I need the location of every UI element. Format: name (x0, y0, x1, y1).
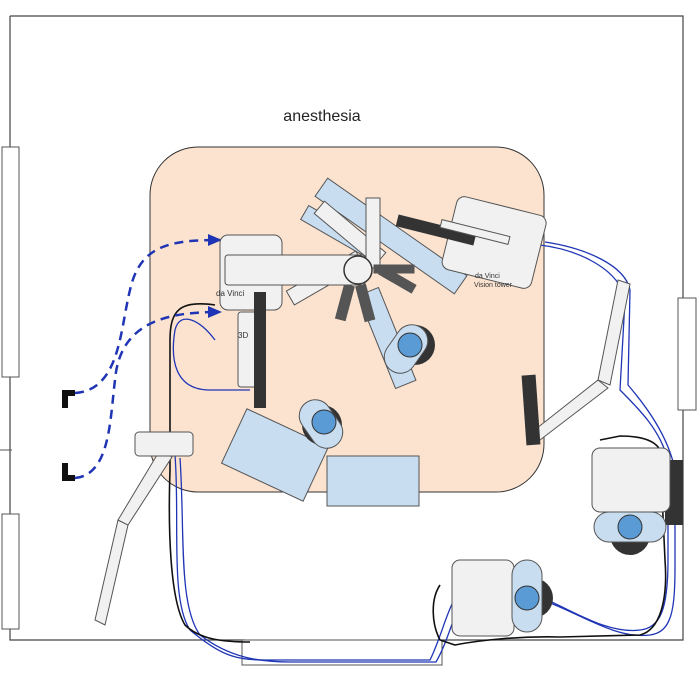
right-wall-door (677, 297, 697, 411)
display-monitor: 3D (237, 292, 266, 408)
tower-label-line2: Vision tower (474, 282, 513, 289)
vision-tower: da Vinci Vision tower (395, 196, 547, 289)
left-wall-window-bottom (1, 513, 20, 630)
right-boom-arm (531, 279, 631, 441)
person-surgeon-assist (383, 324, 435, 374)
black-cables (168, 303, 667, 646)
person-scrub-nurse (298, 399, 344, 449)
instrument-table-2 (326, 455, 420, 507)
surgeon-console-bottom (451, 559, 553, 637)
cart-label: da Vinci (216, 289, 245, 298)
surgeon-console-right (591, 447, 683, 555)
tower-label-line1: da Vinci (475, 273, 500, 280)
left-boom-arm (94, 431, 194, 626)
arrow-head-bottom (208, 306, 222, 318)
dashed-links (74, 238, 221, 480)
instrument-table-1 (220, 408, 330, 502)
wall-marker-top (62, 390, 75, 408)
equipment-bar-right (521, 374, 541, 446)
arrow-head-top (208, 234, 222, 246)
anesthesia-label: anesthesia (283, 108, 361, 125)
bottom-wall-doorway (241, 639, 443, 666)
wall-marker-bottom (62, 463, 75, 481)
left-wall-window-top (1, 146, 20, 378)
monitor-label: 3D (238, 331, 248, 340)
